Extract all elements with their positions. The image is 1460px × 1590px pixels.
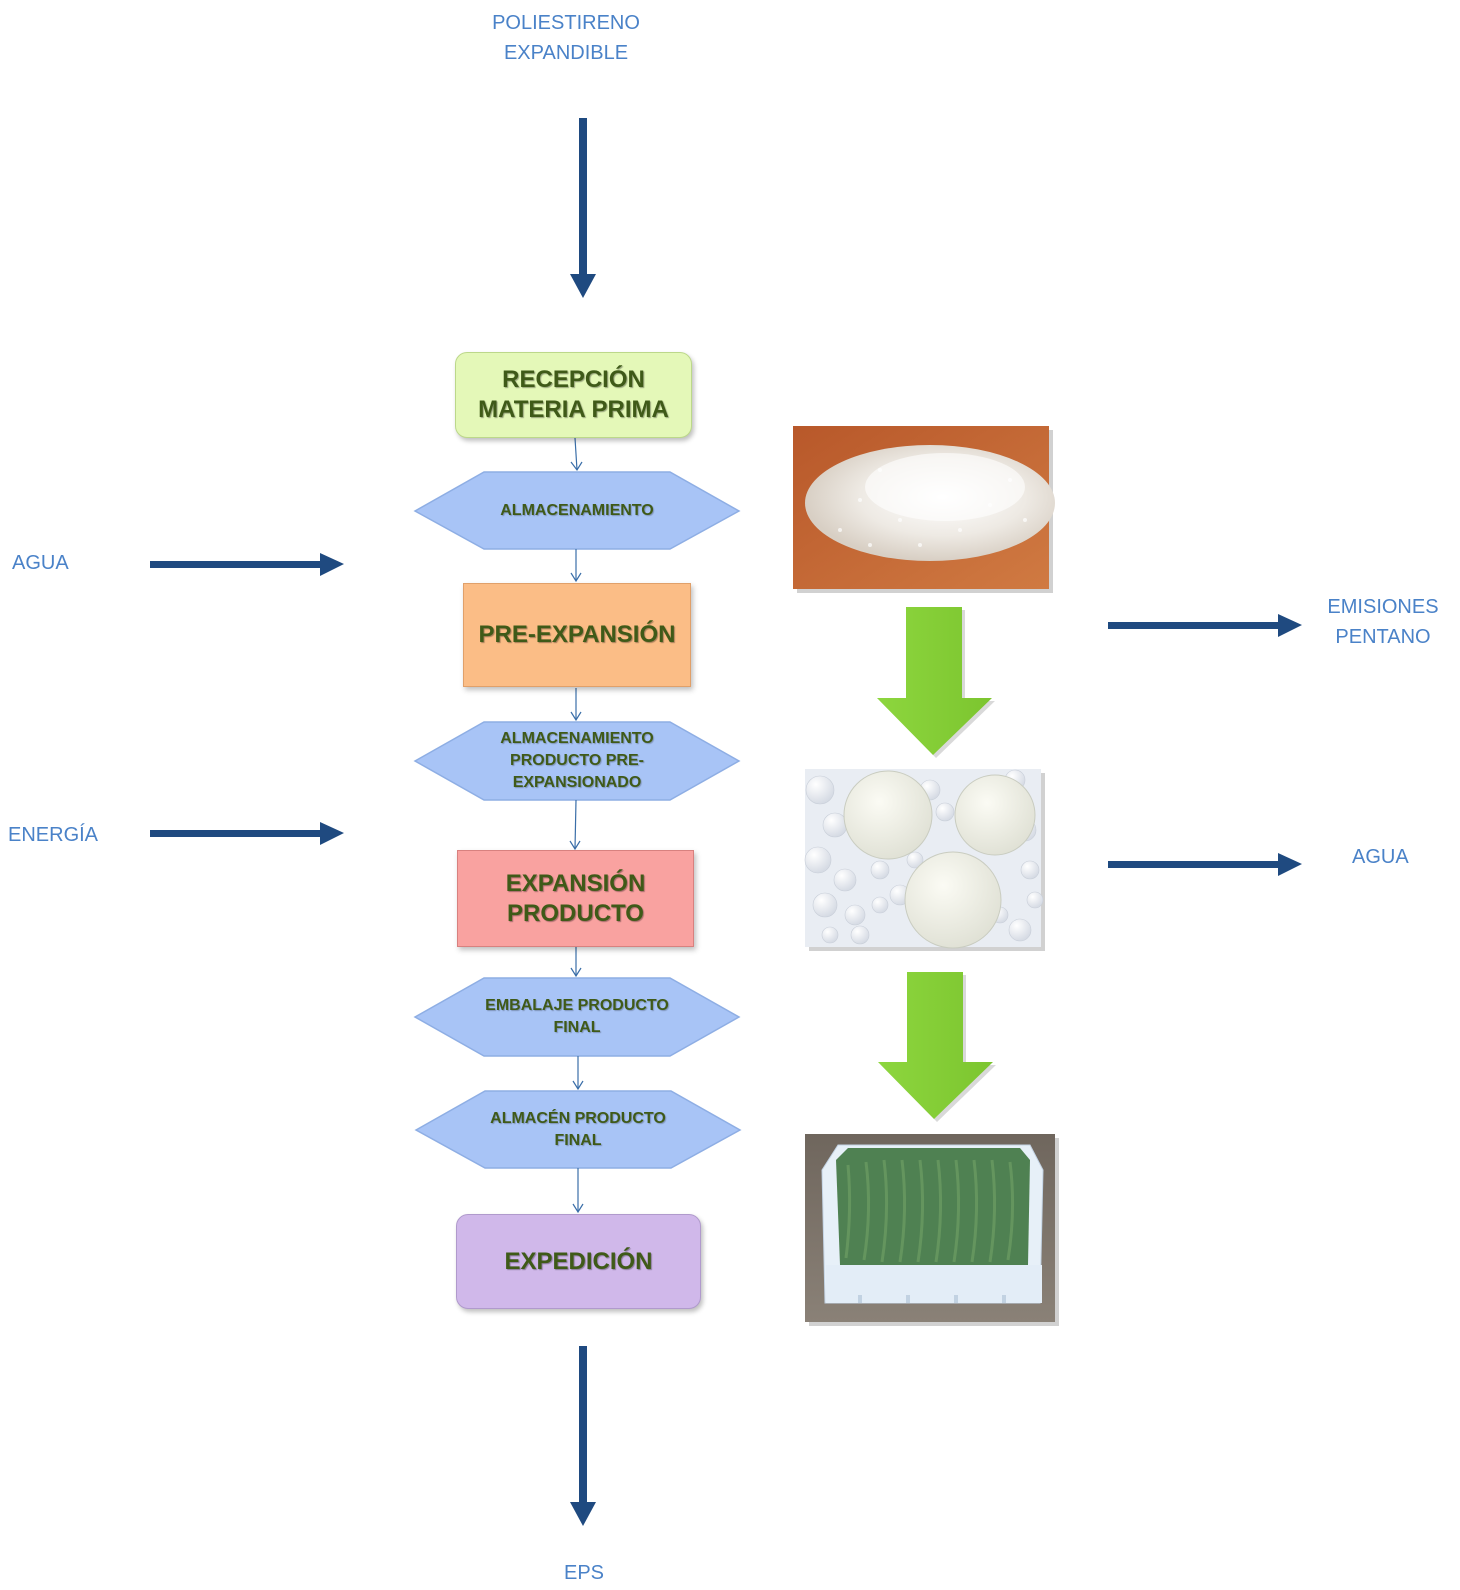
step-pre-expansion-label: PRE-EXPANSIÓN [478, 621, 676, 648]
step-recepcion-materia-prima: RECEPCIÓN MATERIA PRIMA [455, 352, 692, 438]
output-label-emisiones-line1: EMISIONES [1327, 596, 1439, 618]
step-almacen-final-line2: FINAL [554, 1131, 602, 1149]
expanded-spheres-photo [804, 769, 1045, 951]
step-almacenamiento-pre-expansionado: ALMACENAMIENTO PRODUCTO PRE- EXPANSIONAD… [415, 722, 739, 800]
step-almacenamiento-pre-line2: PRODUCTO PRE- [510, 752, 644, 769]
hexagon-almacenamiento [413, 471, 741, 550]
step-almacenamiento-pre-line1: ALMACENAMIENTO [500, 730, 654, 747]
eps-box-with-beans-photo [805, 1134, 1059, 1326]
step-expansion-line1: EXPANSIÓN [505, 869, 646, 897]
step-expansion-line2: PRODUCTO [507, 899, 644, 927]
step-recepcion-line1: RECEPCIÓN [502, 366, 645, 393]
connector-7 [572, 1168, 584, 1214]
output-label-emisiones: EMISIONES PENTANO [1322, 592, 1444, 652]
step-embalaje-line2: FINAL [553, 1019, 601, 1036]
input-arrow-agua [150, 553, 344, 576]
hexagon-almacenamiento-pre [413, 721, 741, 801]
output-arrow-bottom [570, 1346, 596, 1526]
step-embalaje-producto-final: EMBALAJE PRODUCTO FINAL [415, 978, 739, 1056]
output-label-eps: EPS [564, 1562, 605, 1584]
hexagon-embalaje [413, 977, 741, 1057]
step-expedicion: EXPEDICIÓN [456, 1214, 701, 1309]
input-arrow-energia [150, 822, 344, 845]
step-pre-expansion: PRE-EXPANSIÓN [463, 583, 691, 687]
step-almacenamiento: ALMACENAMIENTO [415, 472, 739, 549]
green-arrow-1 [877, 607, 995, 758]
step-almacen-final-line1: ALMACÉN PRODUCTO [490, 1109, 666, 1127]
connector-4 [569, 799, 581, 851]
step-embalaje-line1: EMBALAJE PRODUCTO [485, 997, 669, 1014]
input-arrow-top [570, 118, 596, 298]
input-label-agua: AGUA [12, 552, 69, 574]
output-arrow-emisiones [1108, 614, 1302, 637]
output-label-emisiones-line2: PENTANO [1335, 626, 1431, 648]
green-arrow-2 [878, 972, 996, 1122]
step-almacenamiento-pre-line3: EXPANSIONADO [512, 774, 642, 791]
step-expansion-producto: EXPANSIÓN PRODUCTO [457, 850, 694, 947]
step-almacenamiento-label: ALMACENAMIENTO [500, 501, 654, 519]
input-label-top-line1: POLIESTIRENO [492, 12, 640, 34]
connector-1 [570, 437, 583, 472]
connector-5 [570, 947, 582, 978]
connector-3 [570, 688, 582, 722]
output-label-agua: AGUA [1352, 846, 1409, 868]
step-almacen-producto-final: ALMACÉN PRODUCTO FINAL [416, 1091, 740, 1168]
step-expedicion-label: EXPEDICIÓN [504, 1247, 653, 1275]
hexagon-almacen-final [414, 1090, 742, 1169]
connector-2 [570, 549, 582, 583]
step-recepcion-line2: MATERIA PRIMA [478, 396, 669, 423]
input-label-top: POLIESTIRENO EXPANDIBLE [486, 8, 646, 68]
polystyrene-beads-photo [793, 426, 1055, 593]
input-label-energia: ENERGÍA [8, 824, 99, 846]
output-arrow-agua [1108, 853, 1302, 876]
connector-6 [572, 1056, 584, 1091]
input-label-top-line2: EXPANDIBLE [503, 42, 629, 64]
